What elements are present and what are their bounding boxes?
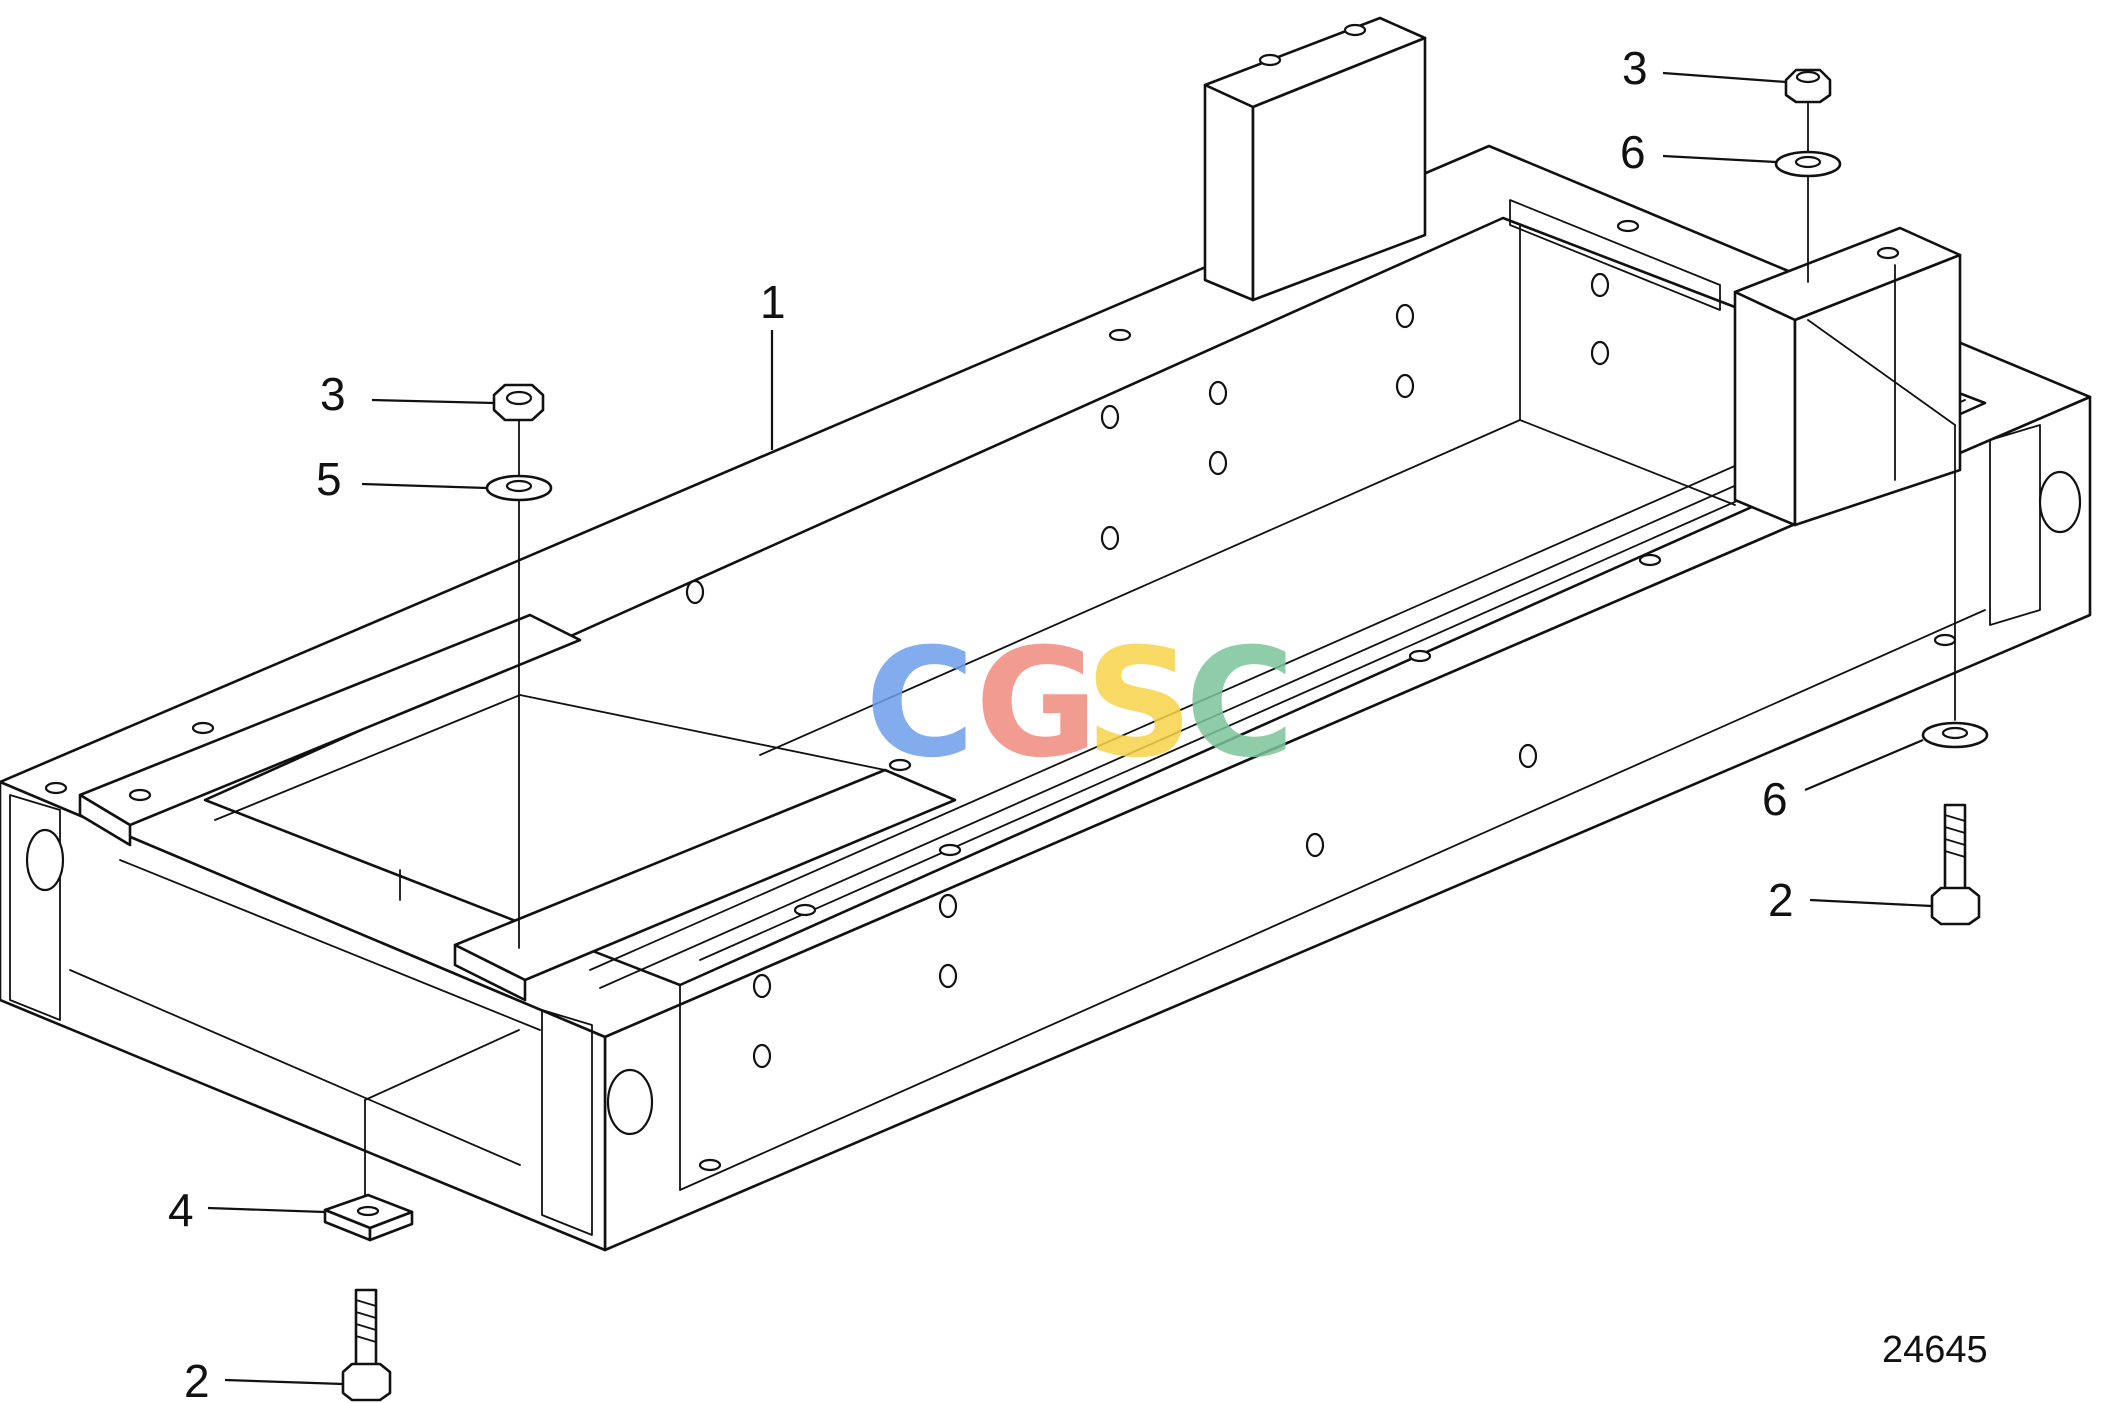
bolt-right — [1930, 803, 1981, 926]
callout-frame: 1 — [760, 276, 786, 328]
callout-plate: 4 — [168, 1184, 194, 1236]
watermark-letter-3: S — [1085, 617, 1193, 791]
callout-bolt-right: 2 — [1768, 874, 1794, 926]
callout-washer-left: 5 — [316, 453, 342, 505]
frame-part-1 — [0, 16, 2092, 1252]
watermark: C G S C — [865, 617, 1295, 791]
watermark-letter-2: G — [975, 617, 1098, 791]
watermark-letter-1: C — [865, 617, 975, 791]
callouts: 1 3 5 4 2 3 6 6 2 24645 — [168, 42, 1988, 1403]
watermark-letter-4: C — [1185, 617, 1295, 791]
callout-bolt-front: 2 — [184, 1355, 210, 1403]
nut-left — [492, 383, 545, 422]
callout-washer-right-bottom: 6 — [1762, 773, 1788, 825]
washer-right-top — [1774, 150, 1842, 178]
bolt-front — [341, 1288, 392, 1402]
drawing-number: 24645 — [1882, 1329, 1988, 1371]
nut-right — [1784, 68, 1832, 104]
callout-nut-right: 3 — [1622, 42, 1648, 94]
left-fastener-stack — [323, 383, 553, 1402]
right-fastener-stack — [1774, 68, 1989, 926]
washer-left — [485, 474, 553, 502]
square-plate — [323, 1193, 414, 1242]
washer-right-bottom — [1921, 721, 1989, 749]
callout-nut-left: 3 — [320, 368, 346, 420]
callout-washer-right-top: 6 — [1620, 126, 1646, 178]
